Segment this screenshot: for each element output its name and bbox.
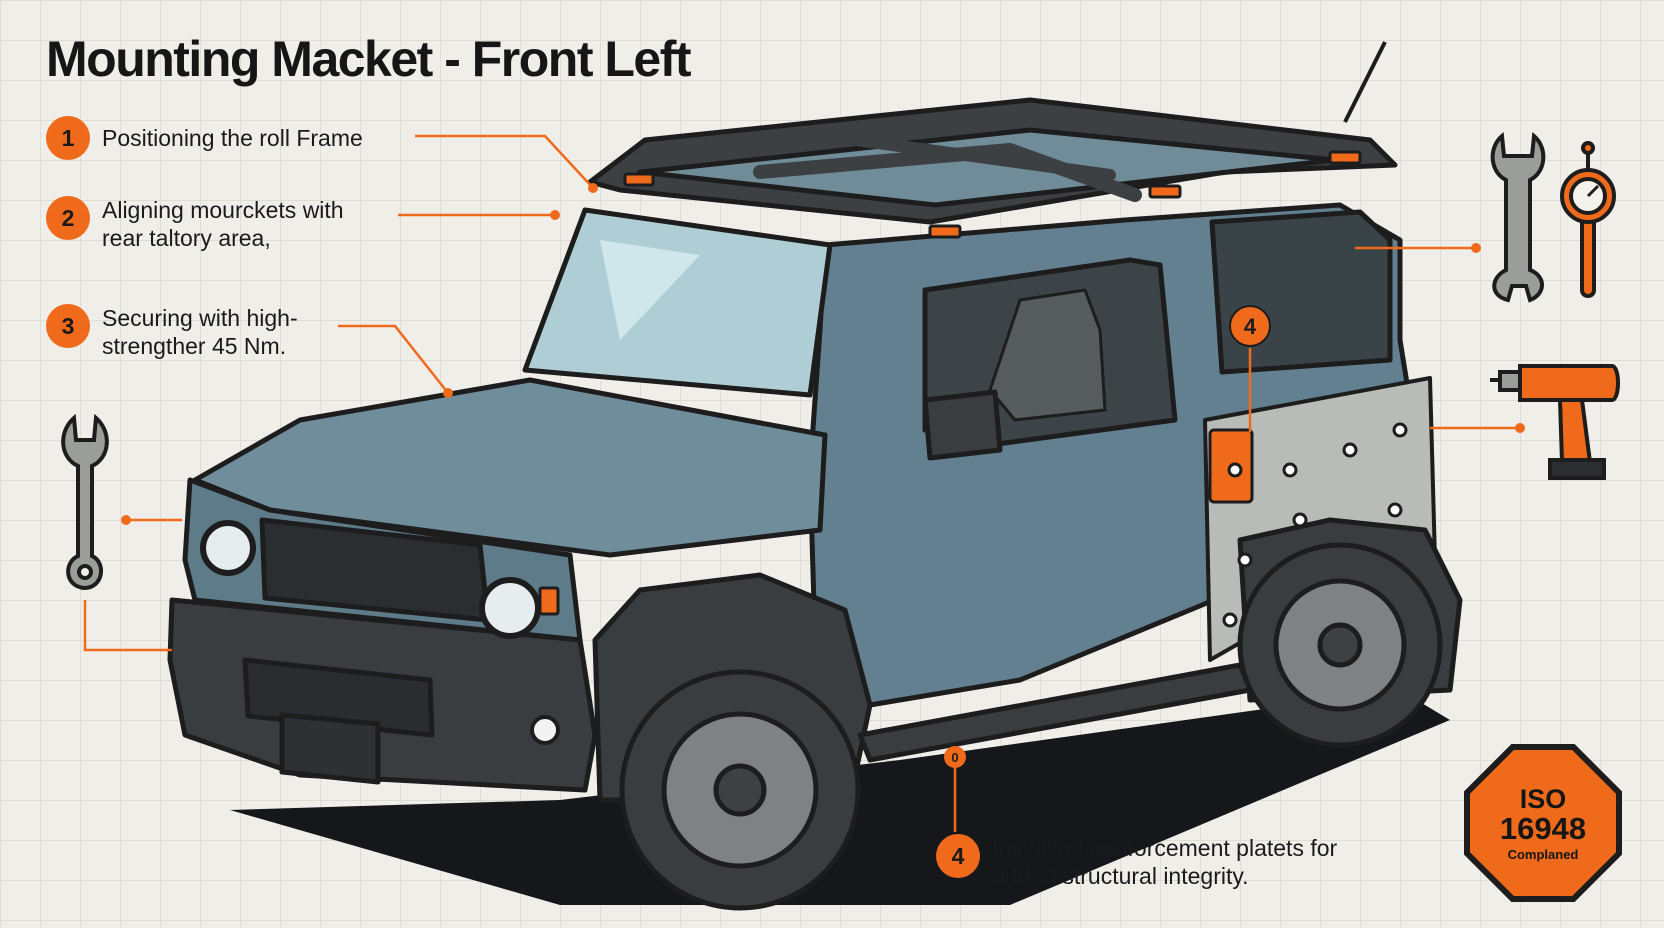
windshield-glare bbox=[600, 240, 700, 340]
step-4-badge: 4 bbox=[936, 834, 980, 878]
headlight-left bbox=[200, 520, 256, 576]
step-2: 2 Aligning mourckets with rear taltory a… bbox=[46, 196, 344, 252]
side-mirror bbox=[922, 389, 1003, 461]
fog-light bbox=[530, 715, 560, 745]
seal-line-3: Complaned bbox=[1507, 846, 1579, 862]
sill-marker-badge bbox=[944, 746, 966, 768]
leader-line-3 bbox=[338, 324, 449, 394]
rear-wheel bbox=[1237, 542, 1443, 748]
leader-line-wrench-low bbox=[83, 600, 172, 652]
iso-seal-face: ISO 16948 Complaned bbox=[1470, 750, 1616, 896]
side-marker bbox=[538, 586, 560, 616]
fastener bbox=[1342, 442, 1358, 458]
leader-dot bbox=[443, 388, 453, 398]
roof-clip bbox=[623, 172, 655, 187]
seal-line-1: ISO bbox=[1519, 783, 1567, 814]
seal-line-2: 16948 bbox=[1499, 810, 1587, 846]
roof-clip bbox=[1328, 150, 1362, 165]
leader-dot bbox=[1471, 243, 1481, 253]
step-3-text: Securing with high- strengther 45 Nm. bbox=[102, 305, 298, 359]
fastener bbox=[1292, 512, 1308, 528]
fastener bbox=[1227, 462, 1243, 478]
leader-dot bbox=[550, 210, 560, 220]
step-4-text: Instulling reinforcement platets for add… bbox=[992, 835, 1338, 889]
iso-compliance-seal: ISO 16948 Complaned bbox=[1464, 744, 1622, 902]
step-3-badge: 3 bbox=[46, 304, 90, 348]
step-1: 1 Positioning the roll Frame bbox=[46, 116, 363, 160]
fastener bbox=[1282, 462, 1298, 478]
step-2-text: Aligning mourckets with rear taltory are… bbox=[102, 197, 344, 251]
rear-window bbox=[1209, 209, 1393, 375]
cordless-drill-icon bbox=[1490, 364, 1620, 480]
leader-line-1 bbox=[415, 134, 594, 189]
license-plate bbox=[279, 712, 381, 785]
torque-gauge-icon bbox=[1560, 141, 1616, 298]
roof-clip bbox=[928, 224, 962, 239]
step-2-badge: 2 bbox=[46, 196, 90, 240]
leader-dot bbox=[1515, 423, 1525, 433]
roll-bar-cross bbox=[814, 129, 1116, 181]
leader-dot bbox=[121, 515, 131, 525]
fastener bbox=[1237, 552, 1253, 568]
windshield bbox=[522, 207, 833, 398]
front-wheel bbox=[619, 669, 861, 911]
panel-callout-number: 4 bbox=[1244, 314, 1257, 339]
fastener bbox=[1222, 612, 1238, 628]
antenna bbox=[1343, 41, 1387, 123]
step-1-badge: 1 bbox=[46, 116, 90, 160]
step-3: 3 Securing with high- strengther 45 Nm. bbox=[46, 304, 298, 360]
headlight-right bbox=[479, 577, 541, 639]
step-1-text: Positioning the roll Frame bbox=[102, 125, 363, 151]
front-seat bbox=[988, 288, 1107, 422]
roll-bar-front bbox=[753, 143, 1142, 202]
wrench-icon bbox=[1490, 131, 1546, 303]
panel-callout-badge bbox=[1229, 305, 1271, 347]
leader-dot bbox=[588, 183, 598, 193]
wrench-icon bbox=[61, 413, 109, 591]
page-title: Mounting Macket - Front Left bbox=[46, 31, 692, 87]
fastener bbox=[1387, 502, 1403, 518]
roof-clip bbox=[1148, 184, 1182, 199]
fastener bbox=[1392, 422, 1408, 438]
sill-marker-number: 0 bbox=[951, 750, 958, 765]
step-4: 4 Instulling reinforcement platets for a… bbox=[936, 834, 1337, 890]
